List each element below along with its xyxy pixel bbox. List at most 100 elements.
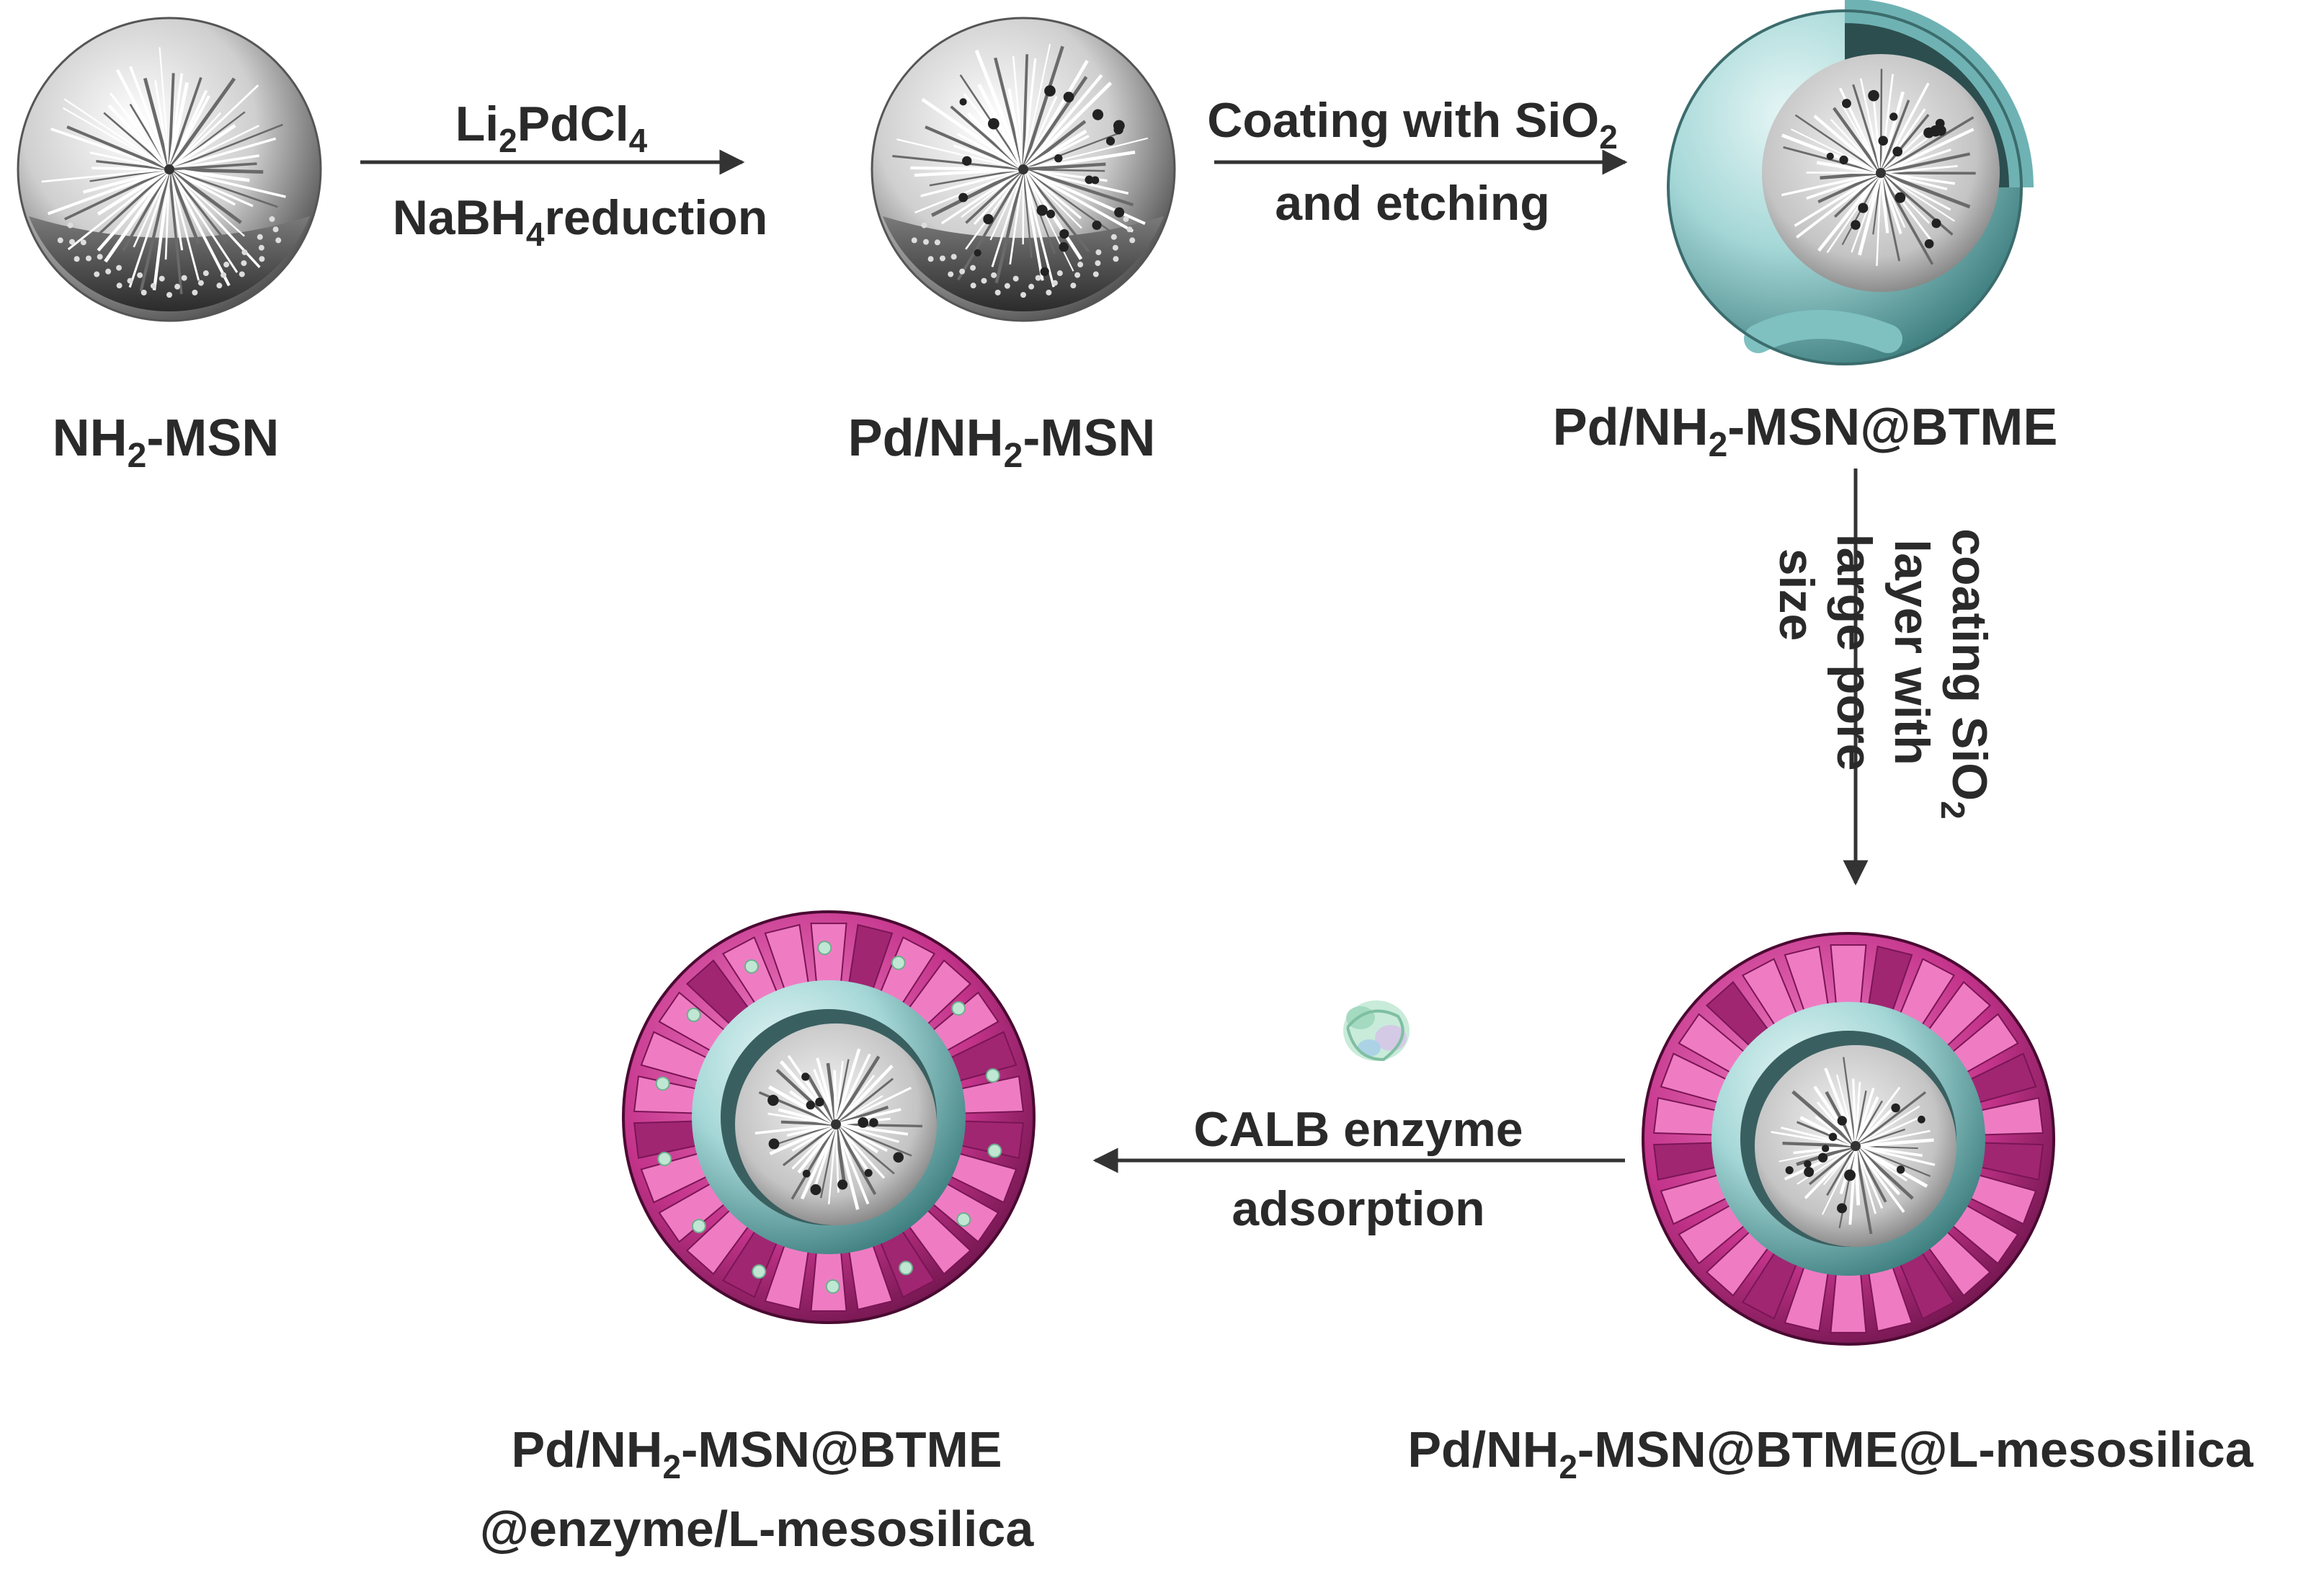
core-center-dot <box>1851 1141 1861 1151</box>
pd-nanoparticle-dot <box>1918 1115 1925 1124</box>
pd-btme-enzyme-sphere-icon <box>622 910 1036 1324</box>
pore-channel-ray <box>1797 1145 1856 1185</box>
pore-channel-ray <box>779 1060 837 1126</box>
pore-channel-ray <box>834 1124 870 1205</box>
surface-pore-dot <box>1070 283 1077 289</box>
pore-channel-ray <box>1771 1131 1856 1147</box>
surface-pore-dot <box>141 289 147 296</box>
pd-nanoparticle-dot <box>1054 154 1063 163</box>
pore-channel-ray <box>1022 168 1090 252</box>
pd-nanoparticle-dot <box>1868 89 1879 102</box>
adsorbed-enzyme-icon <box>825 1279 840 1294</box>
adsorbed-enzyme-icon <box>985 1068 1000 1083</box>
surface-pore-dot <box>272 226 279 233</box>
surface-pore-dot <box>948 271 954 277</box>
pore-channel-ray <box>1855 1145 1936 1166</box>
pore-channel-ray <box>96 160 170 171</box>
pore-channel-ray <box>1854 1096 1879 1147</box>
pd-nanoparticle-dot <box>1839 155 1848 165</box>
pore-channel-ray <box>63 98 170 170</box>
pore-channel-ray <box>994 169 1025 284</box>
label-nh2-msn: NH2-MSN <box>53 409 280 475</box>
pd-nh2-msn-sphere-icon <box>871 17 1176 322</box>
pore-channel-ray <box>1826 1145 1857 1196</box>
pore-channel-ray <box>930 167 1025 218</box>
pd-nanoparticle-dot <box>958 192 969 203</box>
pore-channel-ray <box>169 168 286 198</box>
pore-channel-ray <box>754 1123 837 1135</box>
pore-channel-ray <box>169 167 250 182</box>
pd-nanoparticle-dot <box>810 1184 822 1196</box>
pore-channel-ray <box>1023 169 1074 272</box>
surface-pore-dot <box>1126 226 1133 233</box>
pore-channel-ray <box>1855 1116 1921 1147</box>
pore-channel-ray <box>940 168 1024 225</box>
pore-channel-ray <box>957 169 1025 281</box>
pore-channel-ray <box>1784 1145 1856 1181</box>
pd-nanoparticle-dot <box>1092 109 1104 120</box>
pore-channel-ray <box>92 166 170 171</box>
pore-channel-ray <box>47 168 170 216</box>
step4-line1: CALB enzyme <box>1193 1102 1523 1157</box>
core-center-dot <box>164 164 174 174</box>
surface-pore-dot <box>959 268 966 275</box>
surface-pore-dot <box>1123 216 1129 222</box>
surface-pore-dot <box>202 270 209 277</box>
surface-pore-dot <box>137 272 143 278</box>
pore-channel-ray <box>1804 1145 1857 1199</box>
surface-pore-dot <box>1112 244 1118 251</box>
step3-line4: size <box>1769 549 1824 641</box>
pore-channel-ray <box>1851 172 1882 253</box>
pore-channel-ray <box>963 93 1025 170</box>
pore-channel-ray <box>1023 134 1090 171</box>
pore-channel-ray <box>97 167 171 216</box>
pore-channel-ray <box>782 1123 837 1167</box>
mesosilica-shell-segment <box>810 1249 847 1312</box>
surface-pore-dot <box>927 256 934 262</box>
surface-pore-dot <box>922 239 929 245</box>
pore-channel-ray <box>115 68 171 171</box>
pore-channel-ray <box>1880 116 1974 174</box>
pore-channel-ray <box>1012 55 1025 170</box>
pore-channel-ray <box>129 66 171 170</box>
pore-channel-ray <box>1836 1074 1857 1147</box>
surface-pore-dot <box>74 256 80 262</box>
pore-channel-ray <box>780 1120 837 1126</box>
step2-etching-label: and etching <box>1275 176 1550 231</box>
surface-pore-dot <box>991 272 997 278</box>
step3-line2: layer with <box>1884 539 1939 765</box>
pd-nanoparticle-dot <box>869 1118 878 1127</box>
pore-channel-ray <box>66 125 170 171</box>
pd-nanoparticle-dot <box>1044 85 1056 97</box>
surface-pore-dot <box>275 237 282 244</box>
surface-pore-dot <box>1028 283 1035 290</box>
pore-channel-ray <box>1854 1107 1894 1147</box>
pore-channel-ray <box>920 168 1024 197</box>
pore-channel-ray <box>107 104 171 171</box>
surface-pore-dot <box>241 260 247 267</box>
adsorbed-enzyme-icon <box>956 1212 971 1227</box>
surface-pore-dot <box>1092 271 1099 277</box>
surface-pore-dot <box>94 271 100 277</box>
surface-pore-dot <box>241 249 248 256</box>
pd-nanoparticle-dot <box>864 1168 873 1177</box>
surface-pore-dot <box>85 255 92 262</box>
pore-channel-ray <box>965 168 1025 224</box>
step3-line1: coating SiO2 <box>1934 528 1997 819</box>
pore-channel-ray <box>1879 114 1930 174</box>
pore-channel-ray <box>104 168 172 263</box>
pore-channel-ray <box>768 1085 837 1127</box>
pd-nanoparticle-dot <box>1931 218 1941 228</box>
adsorbed-enzyme-icon <box>752 1264 767 1279</box>
pore-channel-ray <box>921 97 1025 171</box>
pore-channel-ray <box>169 167 264 174</box>
pore-channel-ray <box>835 1123 895 1175</box>
pore-channel-ray <box>168 124 236 171</box>
pore-channel-ray <box>834 1048 861 1125</box>
step3-line3: large pore <box>1827 534 1882 771</box>
surface-pore-dot <box>970 265 976 271</box>
pore-channel-ray <box>1023 168 1129 195</box>
surface-pore-dot <box>127 277 133 284</box>
pore-channel-ray <box>169 162 257 171</box>
surface-pore-dot <box>57 237 63 244</box>
